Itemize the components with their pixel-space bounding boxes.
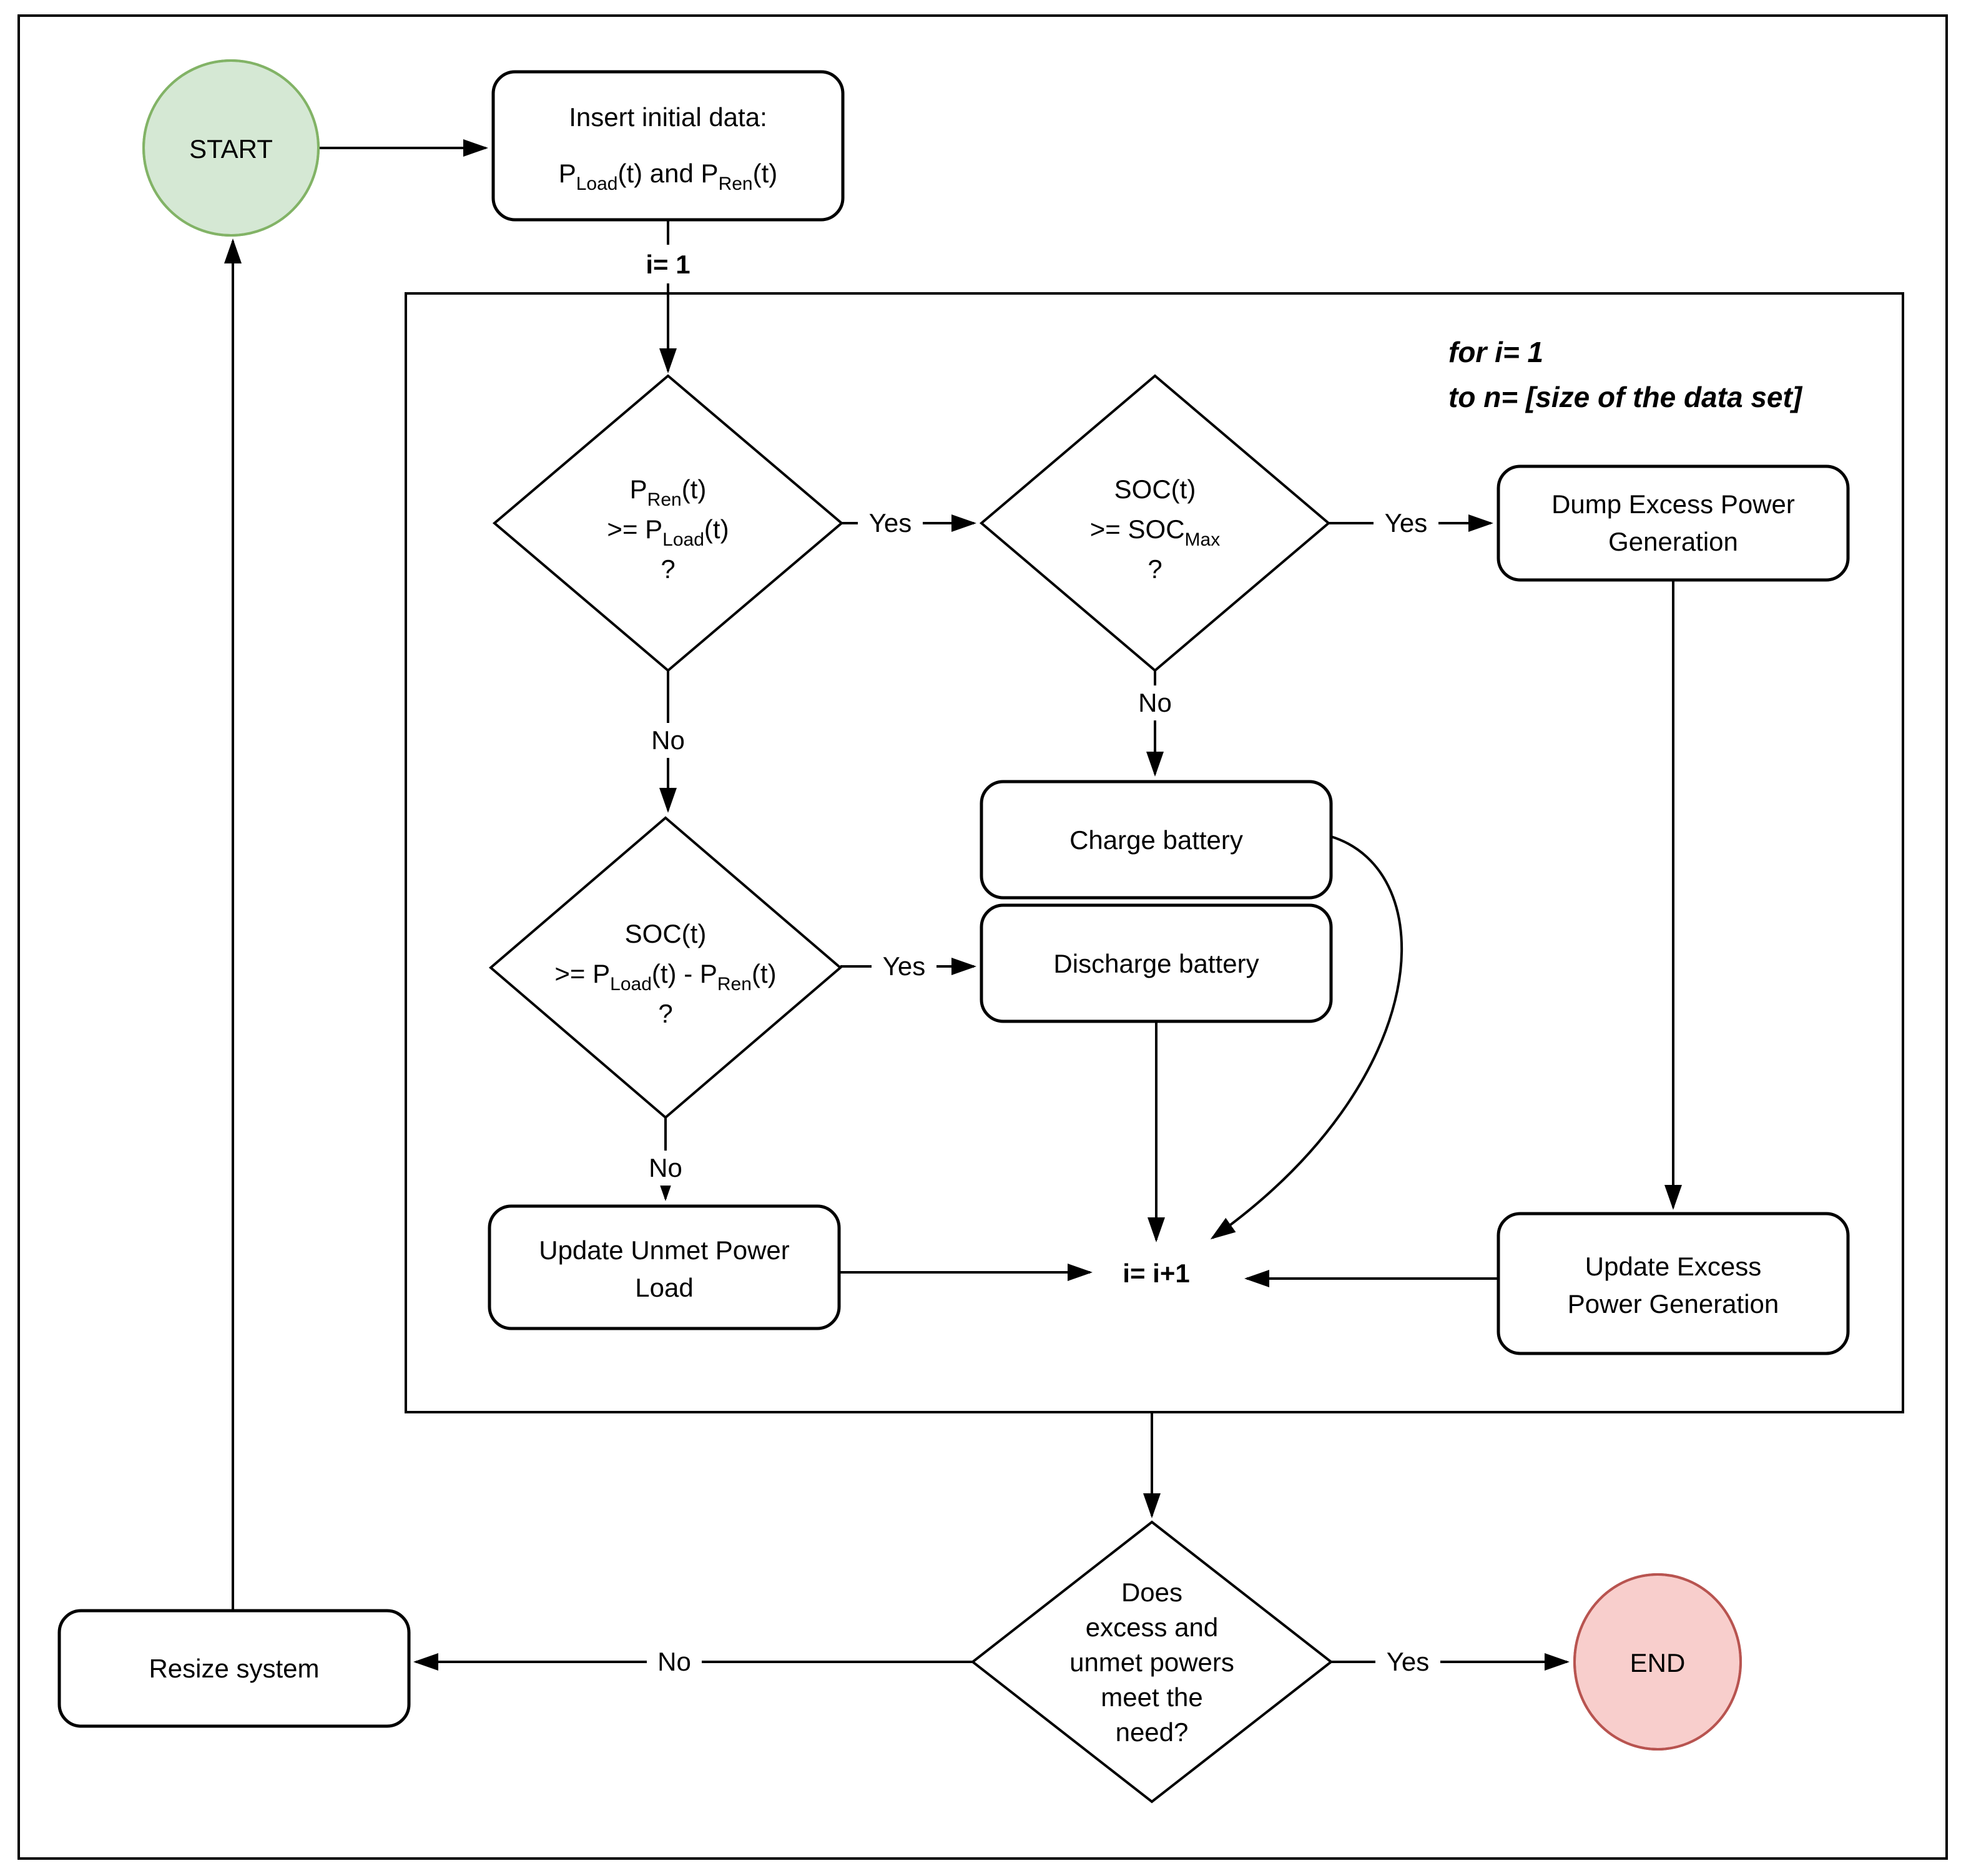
start-ellipse-border [142,59,320,237]
d1-line1: PRen(t) [630,474,707,510]
excess-line1: Update Excess [1585,1252,1761,1281]
label-yes-d1: Yes [858,506,923,541]
d2-question-mark: ? [1148,554,1162,584]
d4-shape [970,1520,1334,1804]
charge-box [980,780,1333,900]
svg-text:No: No [651,725,685,755]
edge-charge-to-iinc-curve [1210,835,1403,1240]
label-yes-d3: Yes [872,949,936,984]
insert-line2: PLoad(t) and PRen(t) [559,159,778,194]
loop-note-line1: for i= 1 [1448,336,1543,368]
label-i-init-bg [632,245,704,283]
d2-line2: >= SOCMax [1090,514,1220,550]
svg-text:Yes: Yes [869,508,912,538]
d3-shape [488,816,843,1119]
page-border [17,14,1948,1860]
label-no-d1: No [641,723,695,758]
d3-line1: SOC(t) [625,919,707,948]
d4-line1: Does [1121,1578,1182,1607]
d4-line3: unmet powers [1069,1648,1234,1677]
decision-soc-vs-deficit: SOC(t) >= PLoad(t) - PRen(t) ? [488,816,843,1119]
unmet-box [488,1204,841,1330]
loop-container [405,292,1904,1413]
discharge-battery-node: Discharge battery [980,903,1333,1023]
resize-label: Resize system [149,1654,319,1683]
svg-text:Yes: Yes [1385,508,1428,538]
update-excess-power-node: Update Excess Power Generation [1497,1212,1850,1355]
charge-label: Charge battery [1069,825,1243,855]
unmet-line2: Load [635,1273,693,1302]
loop-note-line2: to n= [size of the data set] [1448,381,1803,413]
excess-line2: Power Generation [1568,1289,1779,1319]
d4-line4: meet the [1101,1682,1202,1712]
d2-line1: SOC(t) [1114,474,1196,504]
d4-line5: need? [1116,1717,1189,1747]
d3-question-mark: ? [658,999,672,1028]
increment-label: i= i+1 [1123,1259,1189,1288]
dump-box [1497,464,1850,582]
discharge-box [980,903,1333,1023]
decision-soc-vs-socmax: SOC(t) >= SOCMax ? [979,374,1331,672]
update-unmet-power-node: Update Unmet Power Load [488,1204,841,1330]
label-yes-d2: Yes [1374,506,1438,541]
dump-line2: Generation [1608,527,1738,556]
insert-initial-data-node: Insert initial data: PLoad(t) and PRen(t… [491,70,845,222]
dump-excess-power-node: Dump Excess Power Generation [1497,464,1850,582]
resize-box [57,1609,411,1728]
svg-text:Yes: Yes [1387,1647,1430,1676]
d1-question-mark: ? [661,554,675,584]
svg-text:i= 1: i= 1 [646,250,690,279]
d1-line2: >= PLoad(t) [607,514,729,550]
charge-battery-node: Charge battery [980,780,1333,900]
d4-line2: excess and [1086,1613,1218,1642]
label-no-d2: No [1128,685,1182,720]
label-yes-d4: Yes [1375,1644,1440,1679]
d3-line2: >= PLoad(t) - PRen(t) [554,959,776,994]
decision-meet-the-need: Does excess and unmet powers meet the ne… [970,1520,1334,1804]
insert-line1: Insert initial data: [569,102,767,132]
svg-text:No: No [657,1647,691,1676]
label-no-d4: No [647,1644,702,1679]
start-label: START [189,134,273,164]
end-label: END [1630,1648,1686,1677]
svg-text:No: No [1138,688,1172,717]
svg-text:Yes: Yes [883,951,926,981]
end-ellipse-border [1573,1573,1742,1751]
resize-system-node: Resize system [57,1609,411,1728]
excess-box [1497,1212,1850,1355]
discharge-label: Discharge battery [1053,949,1259,978]
d1-shape [492,374,844,672]
dump-line1: Dump Excess Power [1551,489,1795,519]
label-i-init: i= 1 [632,245,704,283]
svg-text:No: No [649,1153,682,1182]
insert-box [491,70,845,222]
d2-shape [979,374,1331,672]
end-node: END [1573,1573,1742,1751]
start-node: START [142,59,320,237]
decision-pren-vs-pload: PRen(t) >= PLoad(t) ? [492,374,844,672]
label-no-d3: No [638,1151,693,1186]
unmet-line1: Update Unmet Power [539,1235,790,1265]
